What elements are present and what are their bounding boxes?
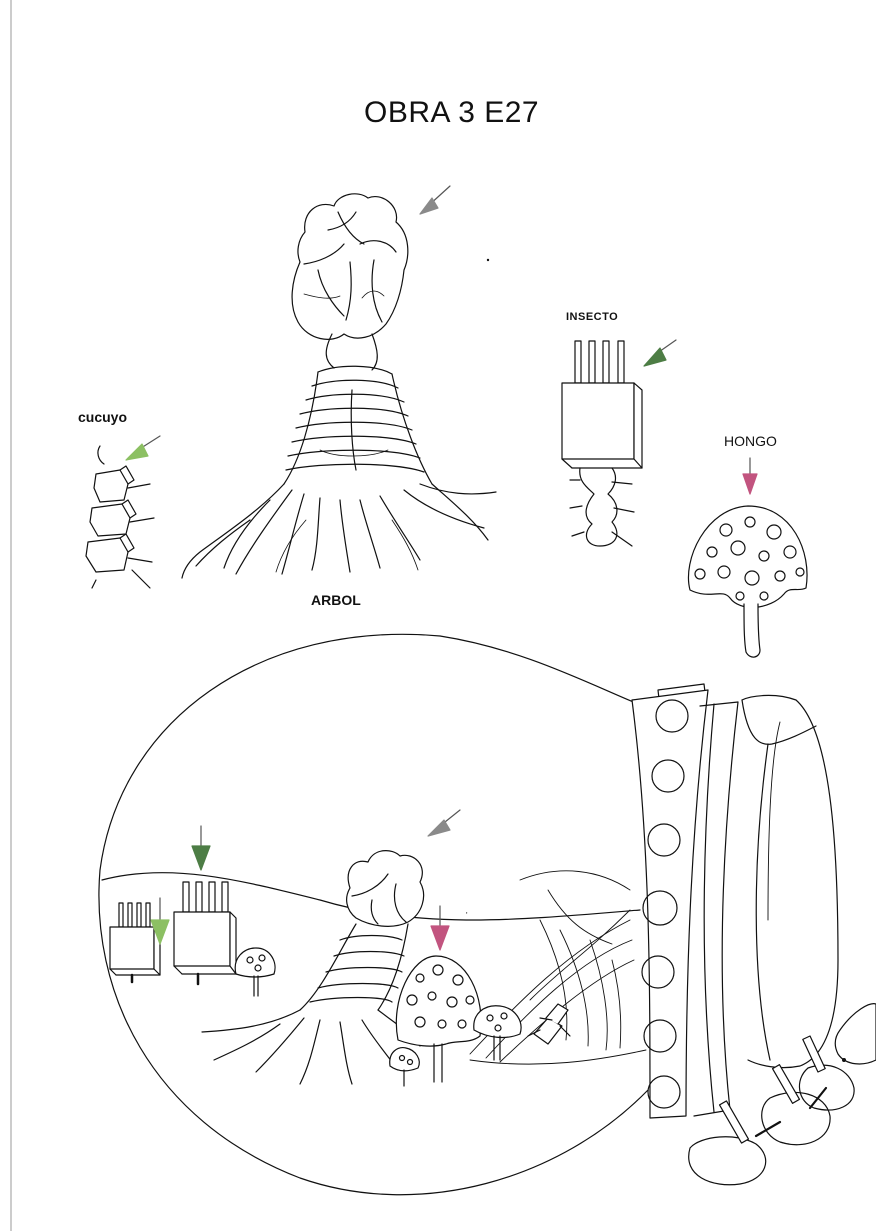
arrow-icon <box>428 810 460 836</box>
label-hongo: HONGO <box>724 433 777 449</box>
mushroom-icon <box>235 948 275 996</box>
arrow-icon <box>192 826 210 870</box>
arrow-icon <box>126 436 160 460</box>
label-arbol: ARBOL <box>311 592 361 608</box>
svg-text:': ' <box>466 911 468 920</box>
mushroom-icon <box>688 506 807 657</box>
mushroom-icon <box>390 1048 420 1086</box>
arrow-icon <box>644 340 676 366</box>
ink-dot <box>487 259 489 261</box>
page-title: OBRA 3 E27 <box>364 96 539 130</box>
firefly-icon <box>86 446 154 588</box>
label-insecto: INSECTO <box>566 311 618 323</box>
arrow-icon <box>431 906 449 950</box>
insect-icon <box>528 1004 570 1044</box>
insect-icon <box>562 341 642 546</box>
insect-icon <box>174 882 236 984</box>
arrow-icon <box>420 186 450 214</box>
tree-roots-icon <box>182 194 496 578</box>
label-cucuyo: cucuyo <box>78 409 127 425</box>
insect-icon <box>110 903 160 982</box>
mushroom-icon <box>474 1006 521 1060</box>
arrow-icon <box>743 458 757 494</box>
